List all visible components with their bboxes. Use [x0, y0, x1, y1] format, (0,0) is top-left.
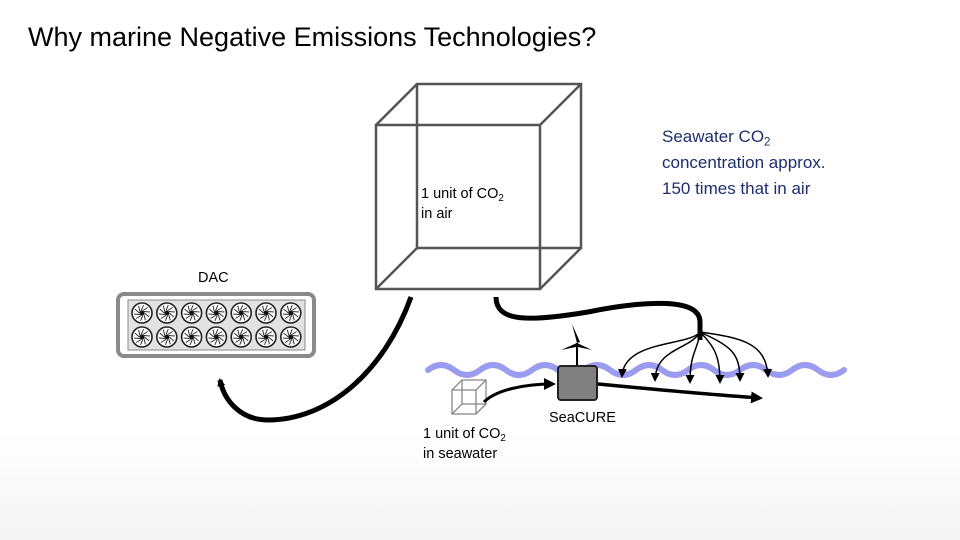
dac-fan-icon: [180, 326, 203, 348]
dac-fan-icon: [279, 326, 302, 348]
arrow-seawater-to-seacure: [482, 378, 556, 404]
seawater-box-label: 1 unit of CO2 in seawater: [423, 426, 506, 462]
seacure-plant: [557, 324, 598, 401]
dac-label: DAC: [198, 270, 229, 286]
dac-fan-icon: [255, 326, 277, 348]
dac-fan-icon: [230, 302, 252, 324]
dac-fan-icon: [131, 302, 153, 324]
seawater-cube: [451, 379, 487, 415]
slide-title: Why marine Negative Emissions Technologi…: [28, 22, 597, 52]
dac-fan-icon: [279, 302, 302, 324]
air-box-label: 1 unit of CO2 in air: [421, 186, 504, 222]
note-line-2: concentration approx.: [662, 153, 826, 172]
dac-unit: [116, 292, 316, 358]
dac-fan-icon: [131, 326, 153, 348]
seacure-label: SeaCURE: [549, 410, 616, 426]
air-cube: [374, 82, 583, 291]
dac-fan-grid: [131, 302, 302, 348]
note-line-1: Seawater CO2: [662, 127, 771, 149]
arrow-air-to-dac: [217, 296, 414, 423]
concentration-note: Seawater CO2 concentration approx. 150 t…: [662, 124, 826, 202]
distribution-branches: [617, 331, 773, 384]
dac-fan-icon: [156, 326, 178, 348]
arrow-seacure-outflow: [597, 382, 763, 404]
dac-fan-icon: [156, 302, 178, 324]
dac-fan-icon: [205, 302, 228, 324]
dac-fan-icon: [230, 326, 252, 348]
arrow-air-to-ocean: [493, 296, 703, 340]
dac-fan-icon: [205, 326, 228, 348]
dac-fan-icon: [255, 302, 277, 324]
dac-fan-icon: [180, 302, 203, 324]
sea-surface-wave: [425, 362, 847, 378]
note-line-3: 150 times that in air: [662, 179, 811, 198]
